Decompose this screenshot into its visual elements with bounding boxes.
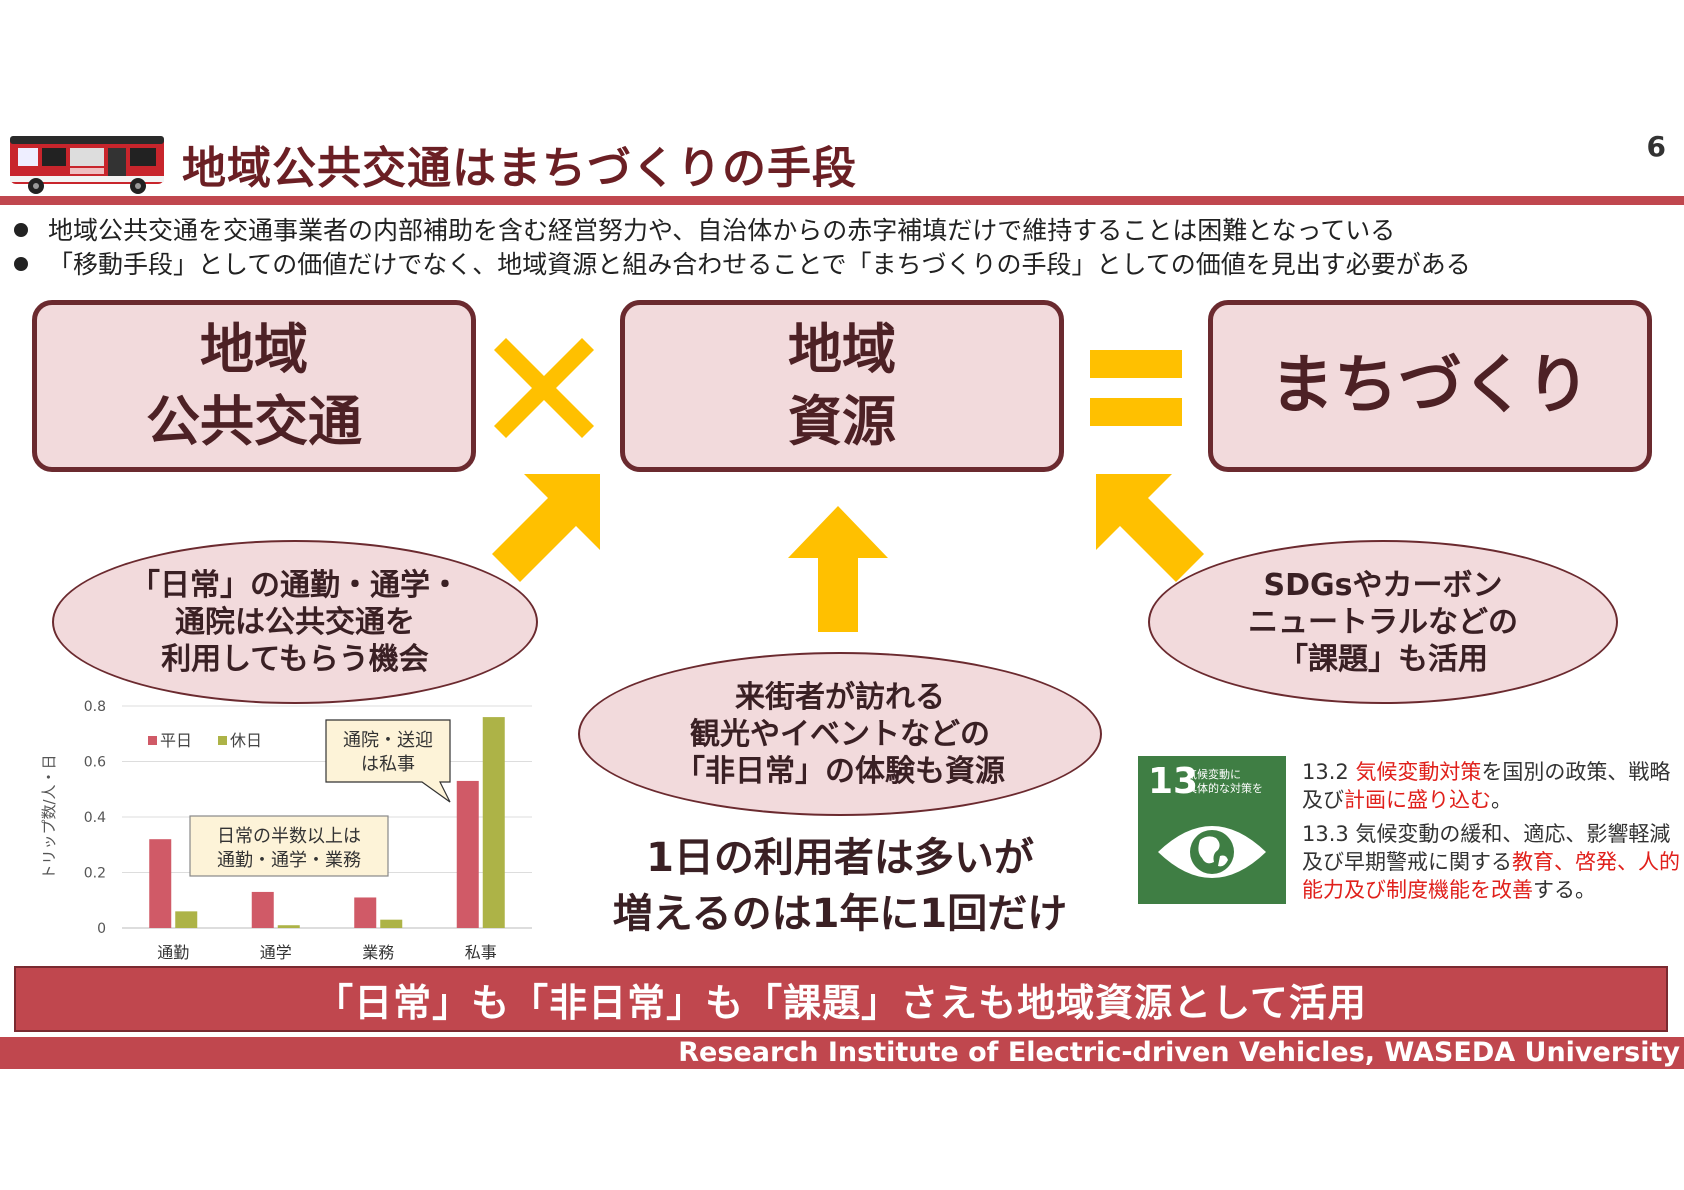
legend-swatch: [218, 736, 227, 745]
annotation-text: 日常の半数以上は: [217, 826, 361, 847]
arrow-up-right-icon: [492, 474, 600, 582]
box-regional-resources: 地域 資源: [620, 300, 1064, 472]
sdg-label-line1: 気候変動に: [1186, 768, 1241, 781]
sdg-label-line2: 具体的な対策を: [1186, 782, 1263, 795]
footer-credit: Research Institute of Electric-driven Ve…: [0, 1037, 1684, 1069]
bus-logo: [10, 136, 164, 194]
bullet-item: 「移動手段」としての価値だけでなく、地域資源と組み合わせることで「まちづくりの手…: [14, 248, 1471, 282]
arrow-up-icon: [788, 506, 888, 632]
sdg-target-13-3: 13.3 気候変動の緩和、適応、影響軽減及び早期警戒に関する教育、啓発、人的能力…: [1302, 822, 1680, 902]
eye-globe-icon: [1158, 826, 1266, 878]
bullet-list: 地域公共交通を交通事業者の内部補助を含む経営努力や、自治体からの赤字補填だけで維…: [14, 214, 1471, 282]
bar-weekday: [456, 780, 479, 928]
summary-banner: 「日常」も「非日常」も「課題」さえも地域資源として活用: [14, 966, 1668, 1032]
ellipse-daily: 「日常」の通勤・通学・ 通院は公共交通を 利用してもらう機会: [52, 540, 538, 704]
bar-holiday: [277, 925, 300, 928]
sdg-number: 13: [1148, 761, 1199, 802]
usage-note: 1日の利用者は多いが 増えるのは1年に1回だけ: [612, 835, 1068, 937]
y-tick-label: 0.2: [84, 866, 106, 882]
bar-weekday: [149, 839, 172, 928]
title-rule: [0, 196, 1684, 205]
bar-holiday: [175, 911, 198, 928]
callout-box: [325, 719, 451, 803]
y-tick-label: 0.6: [84, 755, 106, 771]
bullet-dot-icon: [14, 257, 28, 271]
bullet-dot-icon: [14, 223, 28, 237]
x-tick-label: 業務: [362, 943, 394, 962]
x-tick-label: 通学: [260, 943, 292, 962]
callout-text: は私事: [361, 754, 415, 775]
y-tick-label: 0.8: [84, 699, 106, 715]
page-number: 6: [1646, 130, 1666, 163]
x-tick-label: 通勤: [157, 943, 189, 962]
x-tick-label: 私事: [465, 943, 497, 962]
times-icon: [494, 338, 594, 438]
sdg-targets: 13.2 気候変動対策を国別の政策、戦略及び計画に盛り込む。 13.3 気候変動…: [1302, 758, 1682, 910]
bar-weekday: [251, 891, 274, 928]
bar-holiday: [380, 919, 403, 928]
sdg13-logo: 13 気候変動に 具体的な対策を: [1138, 756, 1286, 904]
y-axis-label: トリップ数/人・日: [40, 754, 58, 879]
ellipse-non-daily: 来街者が訪れる 観光やイベントなどの 「非日常」の体験も資源: [578, 652, 1102, 816]
legend-label: 休日: [230, 731, 262, 750]
bar-weekday: [354, 897, 377, 928]
bar-holiday: [482, 717, 505, 928]
box-town-development: まちづくり: [1208, 300, 1652, 472]
page-title: 地域公共交通はまちづくりの手段: [182, 143, 857, 194]
y-tick-label: 0.4: [84, 810, 106, 826]
legend-swatch: [148, 736, 157, 745]
annotation-box: [189, 815, 389, 877]
sdg-target-13-2: 13.2 気候変動対策を国別の政策、戦略及び計画に盛り込む。: [1302, 760, 1671, 812]
equals-icon: [1090, 350, 1182, 426]
box-regional-transport: 地域 公共交通: [32, 300, 476, 472]
annotation-text: 通勤・通学・業務: [217, 850, 361, 871]
ellipse-issues: SDGsやカーボン ニュートラルなどの 「課題」も活用: [1148, 540, 1618, 704]
y-tick-label: 0: [97, 921, 106, 937]
legend-label: 平日: [160, 731, 192, 750]
trip-bar-chart: 0 0.2 0.4 0.6 0.8 トリップ数/人・日通勤 通学 業務 私事 平日 休日 通院・送迎は…: [40, 699, 532, 962]
bullet-item: 地域公共交通を交通事業者の内部補助を含む経営努力や、自治体からの赤字補填だけで維…: [14, 214, 1471, 248]
callout-text: 通院・送迎: [343, 730, 433, 751]
arrow-up-left-icon: [1096, 474, 1204, 582]
